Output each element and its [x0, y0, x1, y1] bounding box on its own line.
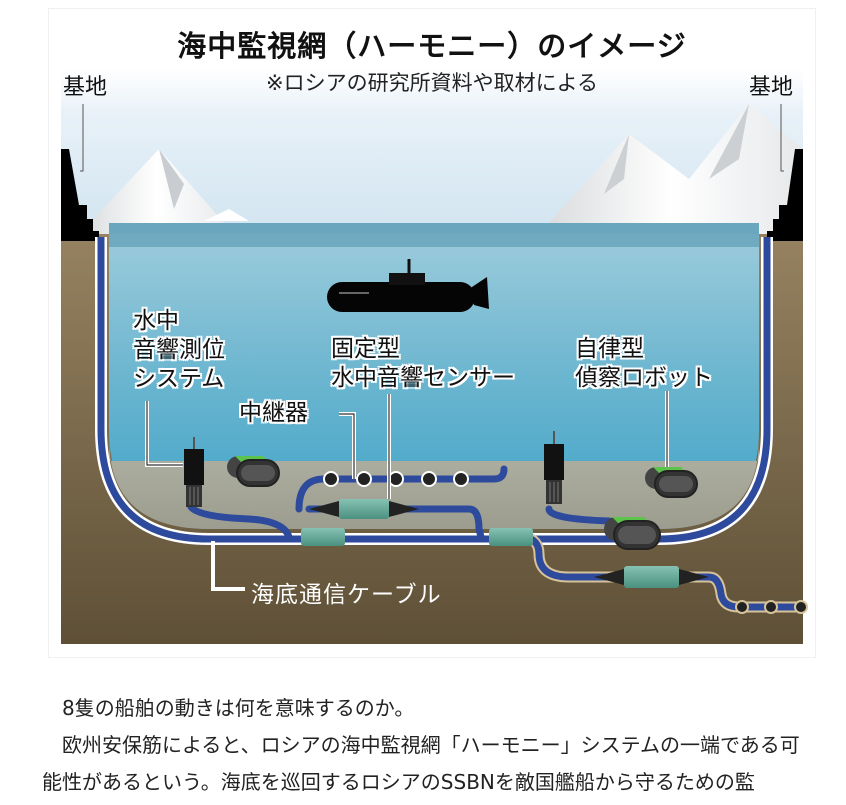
- article-paragraph-1: 8隻の船舶の動きは何を意味するのか。: [62, 696, 415, 720]
- sensor-node: [388, 471, 404, 487]
- main-cable: [95, 237, 773, 545]
- submarine: [327, 259, 489, 312]
- label-relay: 中継器: [239, 400, 308, 426]
- lower-sensor-array: [735, 600, 808, 614]
- article-paragraph-2-line-1: 欧州安保筋によると、ロシアの海中監視網「ハーモニー」システムの一端である可: [62, 733, 800, 757]
- base-left-cliff: [61, 149, 99, 241]
- sensor-node: [323, 471, 339, 487]
- label-fixed-acoustic-sensor: 固定型 水中音響センサー: [331, 336, 515, 391]
- relay-repeater-main-right: [489, 528, 533, 546]
- relay-repeater-main-left: [301, 528, 345, 546]
- sensor-node: [356, 471, 372, 487]
- label-subsea-cable: 海底通信ケーブル: [251, 582, 442, 608]
- recon-robot-2: [645, 467, 698, 498]
- recon-robot-1: [227, 456, 280, 487]
- relay-repeater-lower: [594, 566, 709, 588]
- sensor-node: [453, 471, 469, 487]
- label-autonomous-recon-robot: 自律型 偵察ロボット: [575, 336, 713, 391]
- diagram-title: 海中監視網（ハーモニー）のイメージ: [177, 29, 687, 63]
- label-base-left: 基地: [63, 75, 108, 100]
- acoustic-positioning-device-right: [544, 431, 564, 504]
- label-leaders: [146, 391, 668, 499]
- acoustic-positioning-device-left: [184, 437, 204, 507]
- harmony-diagram: 海中監視網（ハーモニー）のイメージ ※ロシアの研究所資料や取材による 基地 基地…: [48, 8, 816, 658]
- base-right-cliff: [767, 149, 803, 241]
- base-left-leader: [80, 104, 84, 172]
- article-paragraph-2-line-2: 能性があるという。海底を巡回するロシアのSSBNを敵国艦船から守るための監: [42, 770, 755, 794]
- diagram-subtitle: ※ロシアの研究所資料や取材による: [266, 71, 598, 95]
- mountains: [79, 104, 803, 234]
- article-body: 8隻の船舶の動きは何を意味するのか。 欧州安保筋によると、ロシアの海中監視網「ハ…: [0, 690, 846, 801]
- sensor-node: [421, 471, 437, 487]
- label-acoustic-positioning-system: 水中 音響測位 システム: [133, 308, 225, 392]
- sea-water: [109, 234, 759, 529]
- diagram-illustration: [61, 69, 808, 644]
- label-base-right: 基地: [749, 75, 794, 100]
- base-right-leader: [780, 104, 784, 172]
- recon-robot-3: [604, 517, 661, 550]
- relay-repeater-upper: [309, 499, 419, 519]
- fixed-sensor-array: [323, 471, 469, 487]
- branch-cables: [187, 465, 613, 541]
